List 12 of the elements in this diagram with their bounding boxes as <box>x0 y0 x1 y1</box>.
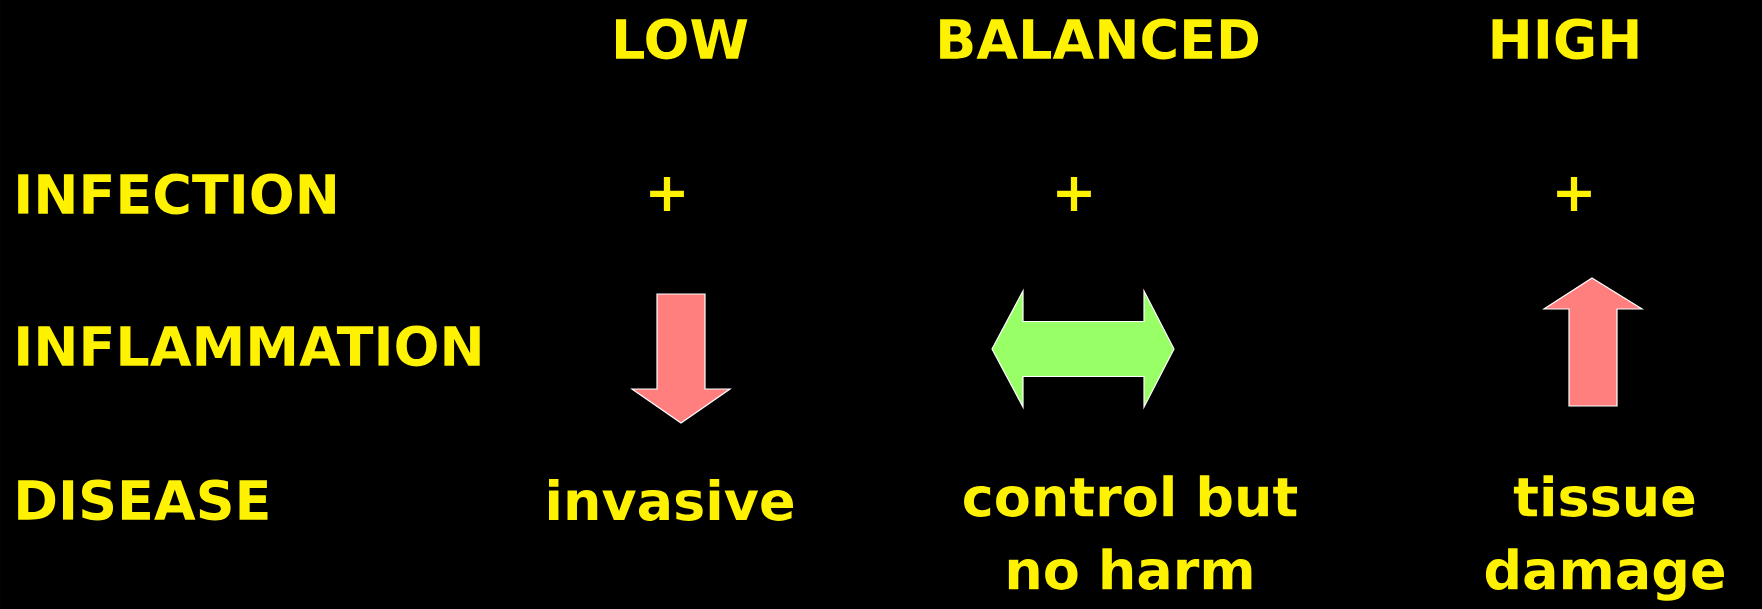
outcome-text: control but no harm <box>964 475 1298 590</box>
plus-sign: + <box>650 177 684 211</box>
plus-sign: + <box>1557 177 1591 211</box>
column-heading: HIGH <box>1492 18 1638 60</box>
row-heading: INFLAMMATION <box>18 325 480 367</box>
row-heading: DISEASE <box>18 479 268 521</box>
column-heading: BALANCED <box>940 18 1258 60</box>
outcome-text: invasive <box>549 479 793 521</box>
row-heading: INFECTION <box>18 173 335 215</box>
outcome-text: tissue damage <box>1485 475 1724 601</box>
plus-sign: + <box>1057 177 1091 211</box>
column-heading: LOW <box>616 18 748 60</box>
